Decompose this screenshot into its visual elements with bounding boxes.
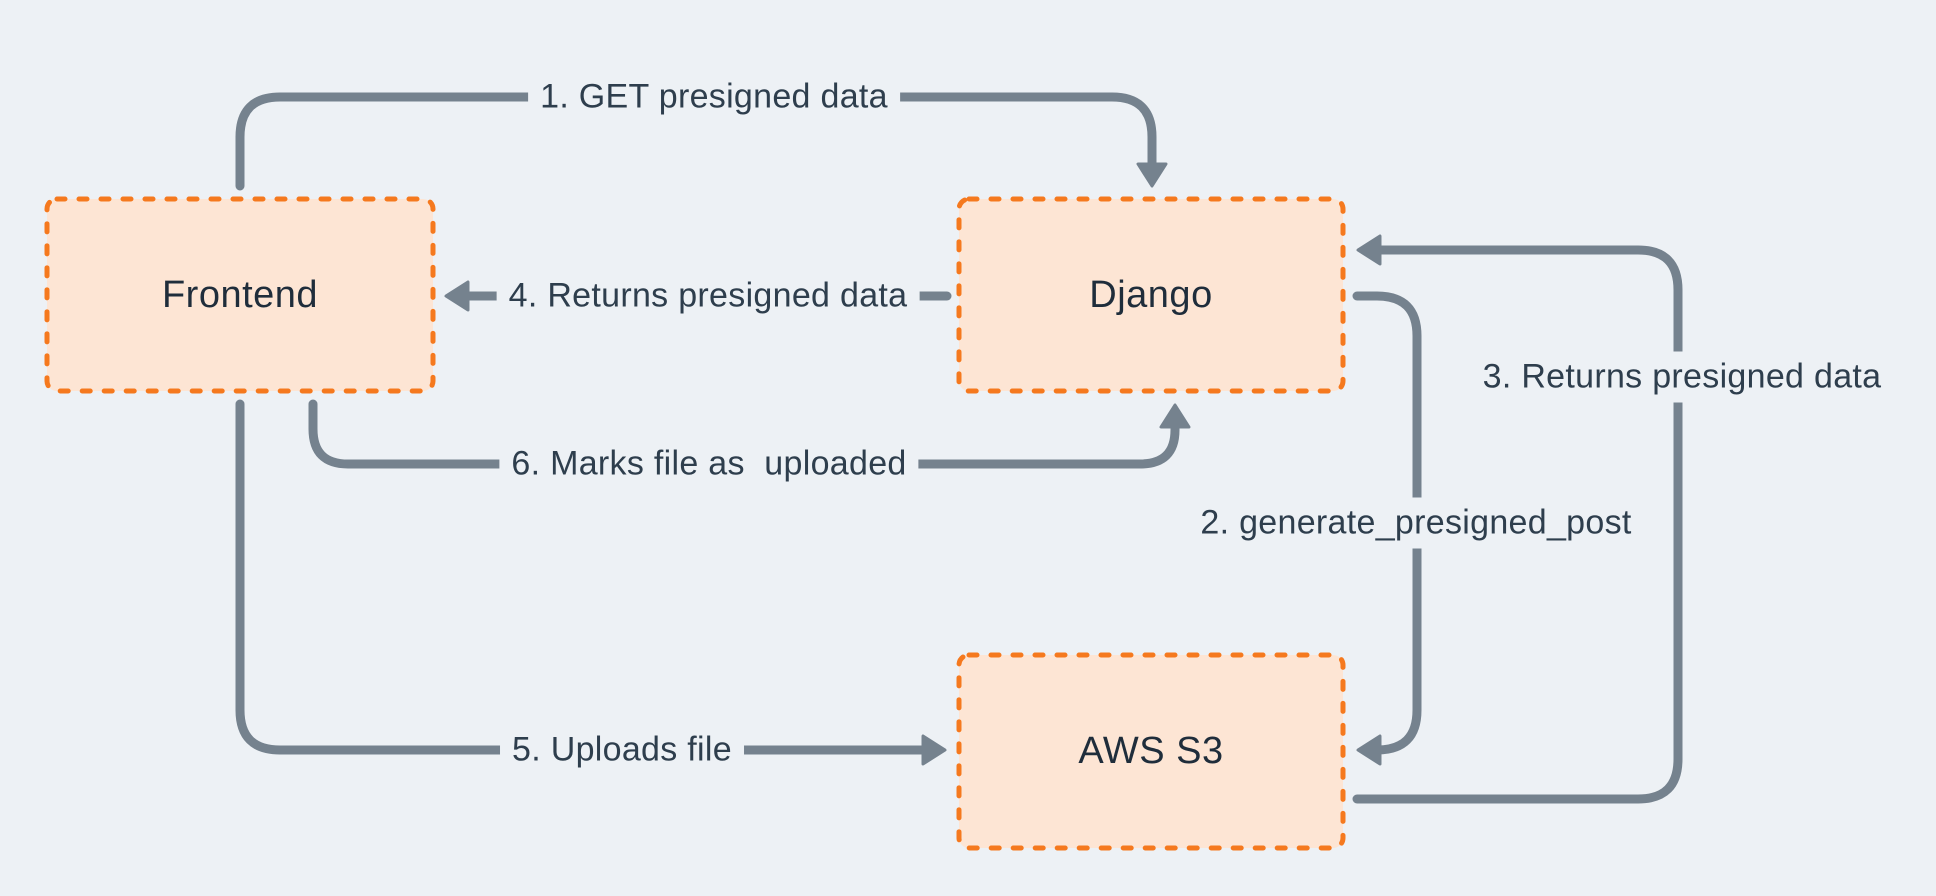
edge-label-4-returns-presigned-data: 4. Returns presigned data	[496, 270, 920, 322]
edge-label-5-uploads-file: 5. Uploads file	[500, 724, 744, 776]
edge-label-6-marks-file-uploaded: 6. Marks file as uploaded	[499, 438, 919, 490]
edge-label-3-returns-presigned-data: 3. Returns presigned data	[1470, 351, 1894, 403]
arrowhead-6-up-icon	[1159, 403, 1191, 429]
arrowhead-3-left-icon	[1356, 234, 1382, 266]
arrowhead-4-left-icon	[444, 280, 470, 312]
node-django-label: Django	[1089, 273, 1213, 316]
arrowhead-2-left-icon	[1356, 734, 1382, 766]
edge-label-1-get-presigned-data: 1. GET presigned data	[528, 71, 900, 123]
edge-3-returns-presigned-data	[1352, 245, 1683, 804]
edge-label-2-generate-presigned-post: 2. generate_presigned_post	[1188, 497, 1644, 549]
node-frontend-label: Frontend	[161, 273, 319, 316]
node-frontend-box	[44, 196, 436, 394]
edge-5-uploads-file	[235, 399, 927, 755]
node-aws-s3-label: AWS S3	[1078, 730, 1224, 772]
node-aws-s3-box	[956, 652, 1346, 851]
arrowhead-5-right-icon	[921, 734, 947, 766]
node-django-box	[956, 196, 1346, 394]
arrowhead-1-down-icon	[1136, 162, 1168, 188]
